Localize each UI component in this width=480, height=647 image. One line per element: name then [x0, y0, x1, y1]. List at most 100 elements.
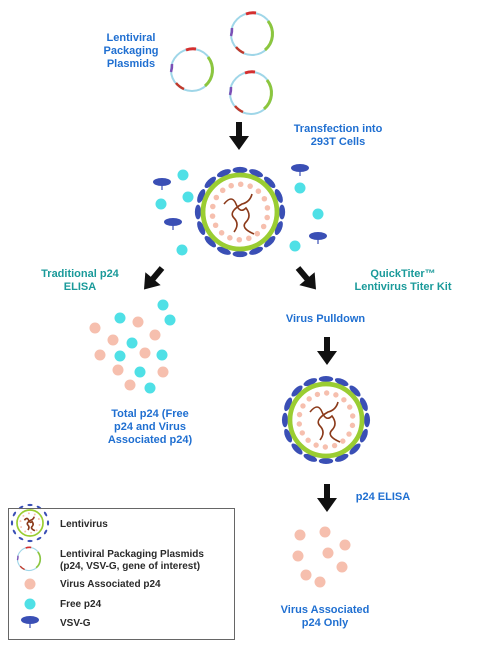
p24-dot-icon — [247, 183, 253, 189]
p24-dot-icon — [144, 382, 156, 394]
rna-strand — [223, 198, 255, 235]
p24-dot-icon — [24, 598, 36, 610]
vsvg-icon — [12, 511, 17, 517]
vsvg-icon — [290, 163, 310, 177]
vsvg-icon — [284, 397, 293, 412]
p24-dot-icon — [347, 404, 353, 410]
p24-dot-icon — [126, 337, 138, 349]
p24-dot-icon — [156, 349, 168, 361]
p24-dot-icon — [346, 431, 352, 437]
legend-virus-p24: Virus Associated p24 — [60, 579, 161, 590]
vsvg-icon — [291, 443, 303, 455]
vsvg-icon — [359, 397, 368, 412]
plasmid-icon — [228, 70, 274, 116]
p24-dot-icon — [323, 390, 330, 396]
p24-dot-icon — [255, 188, 262, 194]
vsvg-icon — [249, 246, 264, 255]
p24-dot-icon — [246, 235, 252, 242]
vsvg-icon — [264, 236, 276, 248]
virion-icon — [194, 166, 286, 258]
p24-dot-icon — [218, 230, 225, 236]
p24-dot-icon — [313, 442, 319, 448]
p24-dot-icon — [177, 169, 189, 181]
free-p24-group — [155, 169, 324, 256]
p24-dot-icon — [292, 550, 304, 562]
p24-dot-icon — [213, 194, 220, 201]
vsvg-icon — [204, 236, 216, 248]
p24-dot-icon — [38, 523, 41, 526]
vsvg-icon — [152, 177, 172, 191]
p24-dot-icon — [260, 223, 267, 230]
p24-dot-icon — [89, 322, 101, 334]
rna-strand — [317, 401, 339, 441]
legend-icons — [10, 503, 50, 629]
p24-dot-icon — [157, 299, 169, 311]
vsvg-icon — [27, 503, 33, 507]
p24-dot-icon — [35, 529, 38, 532]
p24-dot-icon — [107, 334, 119, 346]
p24-elisa-label: p24 ELISA — [355, 491, 411, 503]
virion-icon — [281, 375, 371, 465]
vsvg-icon — [46, 520, 50, 526]
p24-dot-icon — [19, 520, 22, 523]
vsvg-icon — [27, 539, 33, 543]
rna-strand — [231, 193, 253, 233]
rna-strand — [26, 516, 35, 531]
virus-p24-scatter — [292, 526, 351, 588]
vsvg-icon — [334, 378, 349, 387]
p24-dot-icon — [209, 213, 216, 219]
transfection-label: Transfection into 293T Cells — [293, 123, 383, 148]
vsvg-icon — [249, 169, 264, 178]
p24-dot-icon — [312, 208, 324, 220]
p24-dot-icon — [176, 244, 188, 256]
p24-dot-icon — [114, 312, 126, 324]
p24-dot-icon — [289, 240, 301, 252]
vsvg-icon — [274, 221, 283, 236]
plasmids-label: Lentiviral Packaging Plasmids — [103, 32, 159, 70]
p24-dot-icon — [219, 187, 226, 194]
virus-associated-only-label: Virus Associated p24 Only — [280, 604, 370, 629]
vsvg-icon — [197, 221, 206, 236]
p24-dot-icon — [227, 235, 233, 241]
arrow-down-icon — [317, 337, 337, 365]
p24-dot-icon — [333, 392, 339, 398]
p24-dot-icon — [20, 526, 23, 529]
vsvg-icon — [281, 412, 289, 428]
vsvg-icon — [232, 250, 248, 258]
packaging-plasmids — [169, 11, 275, 116]
p24-dot-icon — [319, 526, 331, 538]
rna-strand — [309, 406, 341, 443]
p24-dot-icon — [22, 514, 25, 517]
arrow-down-icon — [290, 261, 324, 296]
p24-dot-icon — [114, 350, 126, 362]
vsvg-icon — [43, 529, 48, 535]
p24-dot-icon — [27, 512, 30, 515]
p24-dot-icon — [299, 430, 305, 436]
p24-dot-icon — [112, 364, 124, 376]
p24-dot-icon — [322, 547, 334, 559]
p24-dot-icon — [237, 181, 244, 188]
p24-dot-icon — [300, 403, 306, 409]
legend-box — [8, 508, 235, 640]
vsvg-icon — [204, 176, 216, 188]
p24-dot-icon — [336, 561, 348, 573]
arrow-down-icon — [136, 261, 170, 296]
p24-dot-icon — [30, 531, 33, 534]
p24-dot-icon — [254, 230, 261, 237]
p24-dot-icon — [294, 182, 306, 194]
vsvg-icon — [197, 188, 206, 203]
p24-dot-icon — [294, 529, 306, 541]
p24-dot-icon — [24, 578, 36, 590]
p24-dot-icon — [305, 437, 311, 443]
p24-dot-icon — [264, 205, 271, 211]
p24-dot-icon — [314, 576, 326, 588]
p24-dot-icon — [339, 539, 351, 551]
total-p24-label: Total p24 (Free p24 and Virus Associated… — [107, 408, 193, 446]
pulldown-label: Virus Pulldown — [285, 313, 366, 325]
p24-dot-icon — [182, 191, 194, 203]
legend-plasmids: Lentiviral Packaging Plasmids (p24, VSV-… — [60, 549, 204, 572]
p24-dot-icon — [350, 413, 356, 419]
p24-dot-icon — [24, 530, 27, 533]
p24-dot-icon — [228, 182, 234, 189]
